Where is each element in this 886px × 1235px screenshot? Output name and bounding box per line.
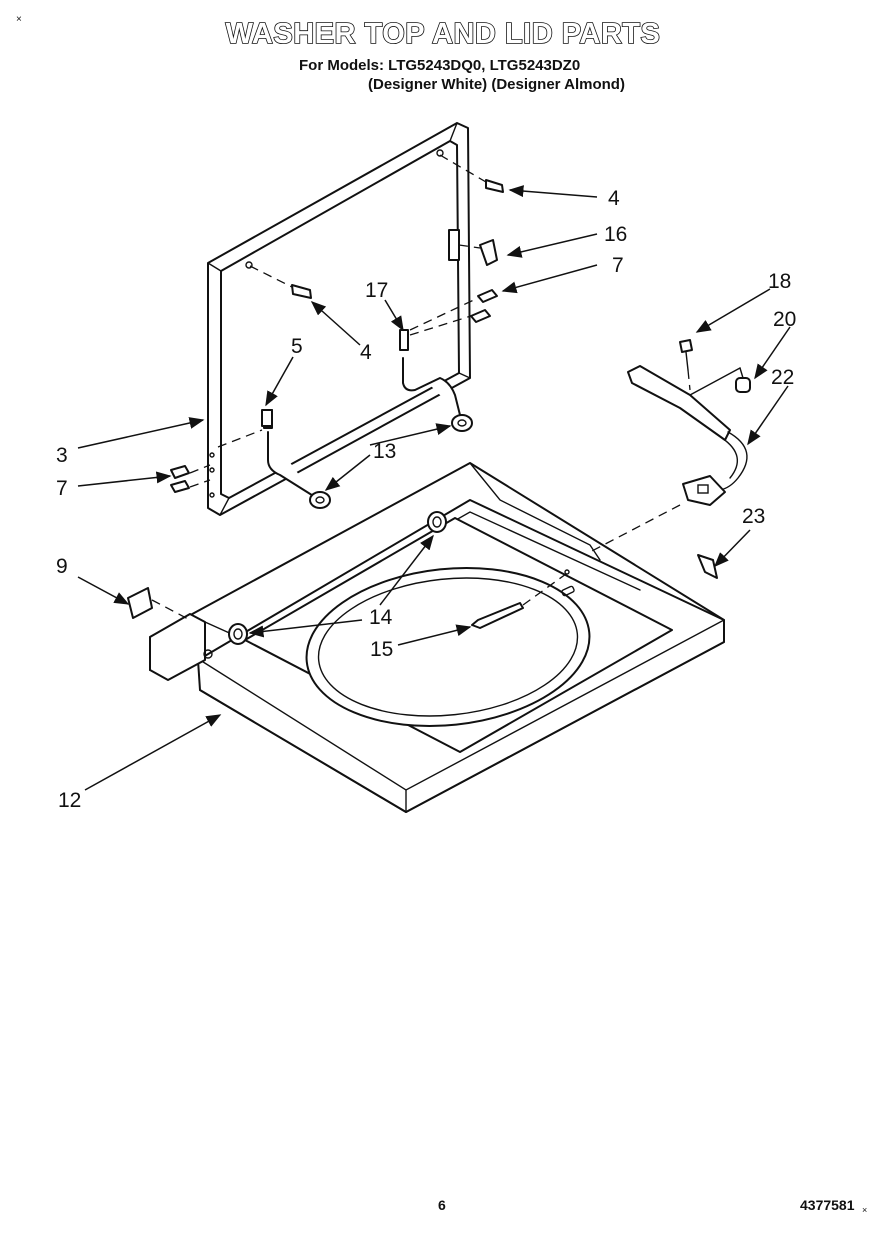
variants-line: (Designer White) (Designer Almond) bbox=[368, 76, 625, 93]
wire-clip-icon bbox=[217, 409, 273, 448]
callout-5: 5 bbox=[291, 335, 303, 358]
callout-22: 22 bbox=[771, 366, 794, 389]
callout-12: 12 bbox=[58, 789, 81, 812]
top-bumper-icon bbox=[228, 511, 447, 645]
page-number: 6 bbox=[438, 1197, 446, 1213]
callout-4: 4 bbox=[360, 341, 372, 364]
document-number-suffix: × bbox=[862, 1205, 868, 1215]
switch-screw-icon bbox=[679, 339, 693, 391]
hinge-bracket-icon bbox=[127, 587, 191, 621]
callout-23: 23 bbox=[742, 505, 765, 528]
models-line: For Models: LTG5243DQ0, LTG5243DZ0 bbox=[299, 57, 581, 74]
document-number: 4377581 bbox=[800, 1197, 855, 1213]
callout-17: 17 bbox=[365, 279, 388, 302]
callout-16: 16 bbox=[604, 223, 627, 246]
callout-15: 15 bbox=[370, 638, 393, 661]
callout-14: 14 bbox=[369, 606, 393, 629]
lid-switch-clip-icon bbox=[448, 229, 498, 266]
callout-13: 13 bbox=[373, 440, 396, 463]
corner-mark: × bbox=[16, 14, 22, 25]
screw-icon bbox=[170, 289, 498, 493]
callout-7: 7 bbox=[612, 254, 624, 277]
page-title: WASHER TOP AND LID PARTS bbox=[225, 17, 661, 51]
lid-frame bbox=[207, 122, 471, 516]
hinge-pin-icon bbox=[249, 154, 504, 299]
lid-bumper-icon bbox=[309, 414, 473, 509]
switch-spacer-icon bbox=[689, 367, 751, 396]
callout-18: 18 bbox=[768, 270, 791, 293]
lid-switch-assembly bbox=[589, 365, 748, 553]
long-screw-icon bbox=[471, 573, 567, 629]
callout-9: 9 bbox=[56, 555, 68, 578]
switch-shield-icon bbox=[697, 554, 718, 579]
callout-3: 3 bbox=[56, 444, 68, 467]
callout-4: 4 bbox=[608, 187, 620, 210]
callout-20: 20 bbox=[773, 308, 796, 331]
callout-7: 7 bbox=[56, 477, 68, 500]
